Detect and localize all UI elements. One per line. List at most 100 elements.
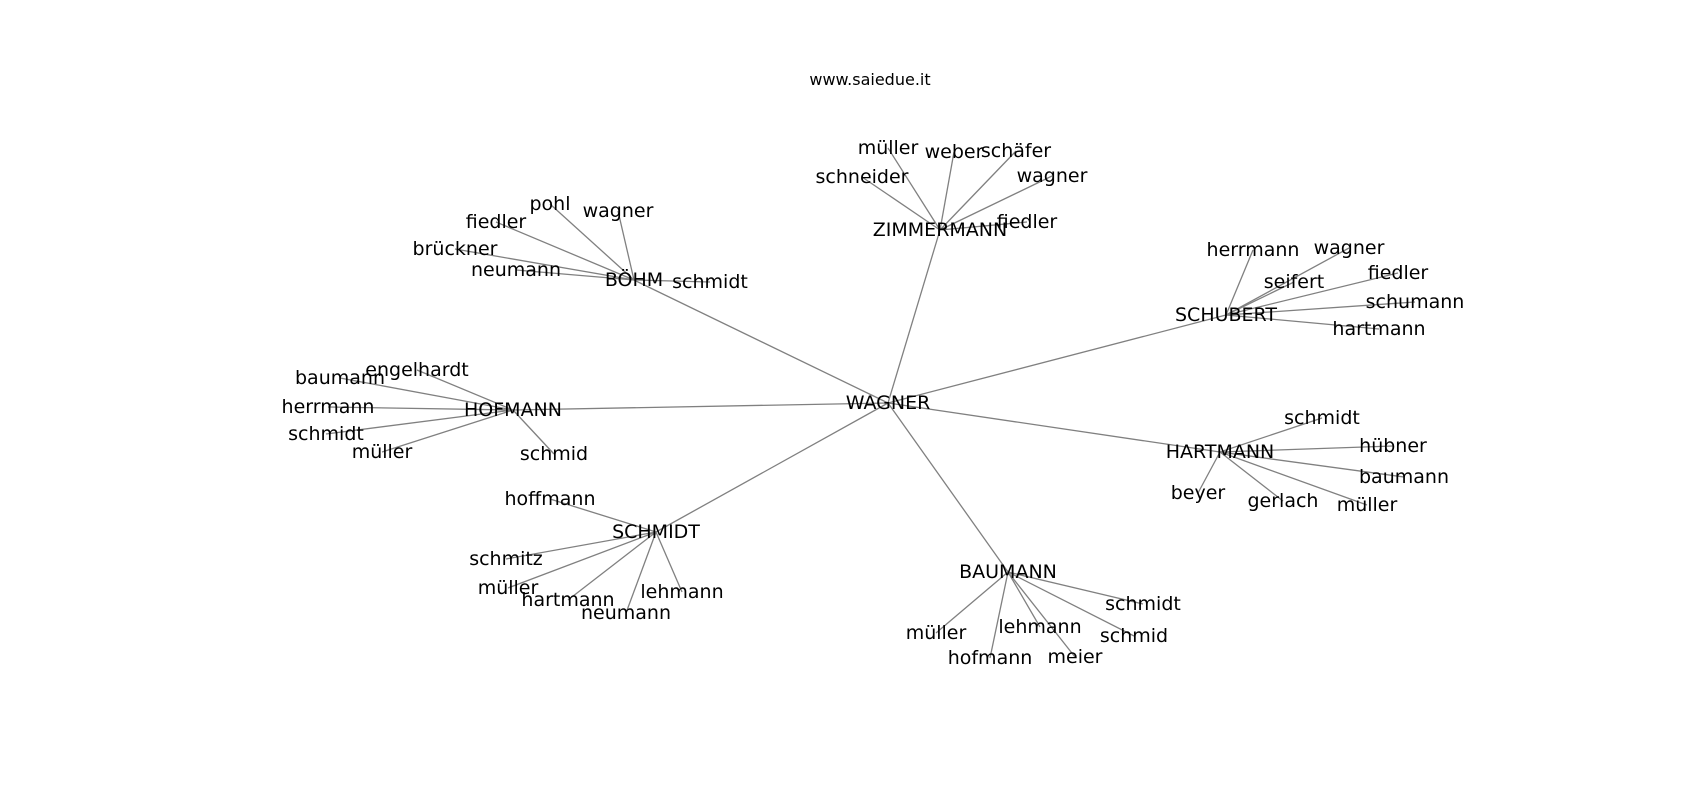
edge-2-2 [1225,281,1295,316]
edge-6-5 [1007,571,1076,658]
leaf-node-label: gerlach [1248,490,1319,512]
leaf-node-label: schmidt [288,423,364,445]
leaf-node-label: hartmann [521,589,614,611]
leaf-node-label: schmid [1100,625,1168,647]
cluster-node-label: SCHMIDT [612,521,700,543]
leaf-node-label: müller [858,137,919,159]
cluster-node-label: BÖHM [605,268,663,291]
edge-1-5 [633,279,711,283]
edge-0-0 [887,147,941,231]
edge-2-5 [1225,314,1380,330]
edge-0-5 [939,221,1028,231]
leaf-node-label: schmidt [1284,407,1360,429]
edge-4-1 [1219,445,1394,453]
edge-root-4 [887,402,1221,453]
leaf-node-label: wagner [1314,237,1385,259]
edge-5-5 [655,531,683,593]
leaf-node-label: seifert [1264,271,1325,293]
edge-root-5 [655,402,889,533]
edge-3-0 [416,369,514,411]
edge-4-4 [1219,451,1284,502]
edge-root-2 [887,314,1227,404]
edge-3-4 [381,409,514,453]
edge-4-5 [1219,451,1368,506]
leaf-node-label: weber [925,141,984,163]
cluster-node-label: ZIMMERMANN [873,219,1007,241]
leaf-node-label: baumann [295,367,385,389]
leaf-node-label: müller [906,622,967,644]
leaf-node-label: fiedler [1368,262,1429,284]
leaf-node-label: brückner [413,238,498,260]
cluster-node-label: BAUMANN [959,561,1057,583]
leaf-node-label: lehmann [640,581,723,603]
edge-3-3 [325,409,514,435]
edge-5-1 [505,531,657,560]
edge-6-0 [1007,571,1144,605]
edge-3-5 [512,409,555,455]
leaf-node-label: neumann [581,602,671,624]
edge-layer [325,147,1416,659]
leaf-node-label: herrmann [1207,239,1300,261]
source-label: www.saiedue.it [809,70,931,89]
leaf-node-label: fiedler [997,211,1058,233]
edge-0-4 [939,175,1053,231]
leaf-node-label: schmitz [469,548,543,570]
leaf-node-label: beyer [1171,482,1226,504]
edge-1-0 [549,203,635,281]
leaf-node-label: lehmann [998,616,1081,638]
leaf-node-label: hoffmann [505,488,596,510]
edge-0-1 [939,151,955,231]
edge-root-1 [633,279,889,404]
edge-2-0 [1225,249,1254,316]
edge-1-2 [495,221,635,281]
edge-1-4 [515,269,635,281]
edge-4-3 [1197,451,1221,494]
edge-4-2 [1219,451,1405,478]
edge-0-3 [861,176,941,231]
leaf-node-label: müller [478,577,539,599]
leaf-node-label: müller [1337,494,1398,516]
leaf-node-label: hartmann [1332,318,1425,340]
edge-0-2 [939,150,1017,231]
edge-6-4 [989,571,1009,659]
edge-1-3 [454,248,635,281]
edge-6-2 [1007,571,1135,637]
leaf-node-label: schäfer [981,140,1051,162]
edge-2-4 [1225,301,1416,316]
edge-2-3 [1225,272,1399,316]
edge-3-2 [327,406,514,411]
edge-root-6 [887,402,1009,573]
leaf-node-label: müller [352,441,413,463]
edge-root-3 [512,402,889,411]
leaf-node-label: neumann [471,259,561,281]
leaf-node-label: meier [1048,646,1103,668]
cluster-node-label: HOFMANN [464,399,562,421]
edge-5-3 [567,531,657,601]
leaf-node-label: herrmann [282,396,375,418]
edge-1-1 [617,210,635,281]
leaf-node-label: baumann [1359,466,1449,488]
leaf-node-label: engelhardt [365,359,468,381]
edge-4-0 [1219,417,1323,453]
edge-2-1 [1225,247,1350,316]
leaf-node-label: schumann [1366,291,1465,313]
edge-3-1 [339,377,514,411]
root-node-label: WAGNER [846,392,931,414]
leaf-node-label: fiedler [466,211,527,233]
edge-6-1 [1007,571,1041,628]
leaf-node-label: hofmann [948,647,1033,669]
cluster-node-label: SCHUBERT [1175,304,1277,326]
edge-6-3 [935,571,1009,634]
leaf-node-label: schneider [816,166,909,188]
leaf-node-label: wagner [583,200,654,222]
leaf-node-label: schmidt [672,271,748,293]
leaf-node-label: schmid [520,443,588,465]
leaf-node-label: wagner [1017,165,1088,187]
cluster-node-label: HARTMANN [1166,441,1275,463]
leaf-node-label: hübner [1359,435,1427,457]
leaf-node-label: schmidt [1105,593,1181,615]
edge-5-0 [549,498,657,533]
edge-root-0 [887,229,941,404]
